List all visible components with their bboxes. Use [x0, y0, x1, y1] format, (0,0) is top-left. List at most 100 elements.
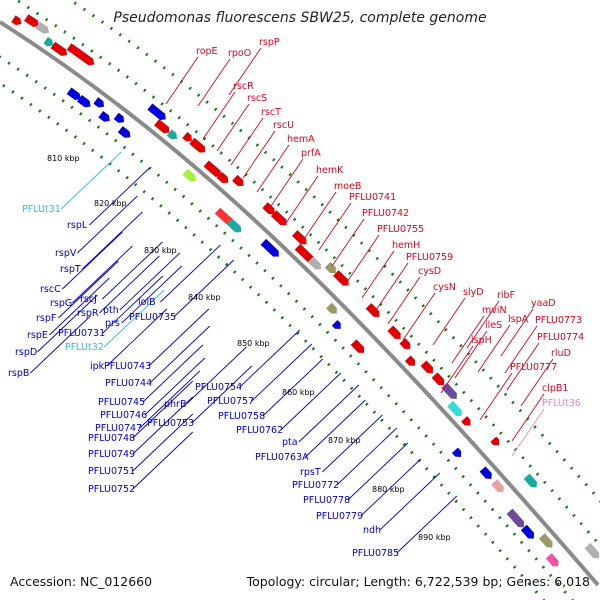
gene-feature [113, 112, 125, 123]
gene-feature [420, 360, 434, 374]
leader-line [165, 56, 199, 105]
leader-line [49, 277, 110, 336]
leader-line [511, 408, 545, 457]
kbp-tick-label: 820 kbp [94, 199, 127, 208]
reverse-gene-label: rspF [36, 313, 56, 324]
gene-feature [232, 174, 244, 187]
forward-gene-label: PFLU0755 [377, 224, 424, 235]
reverse-gene-label: ipk [90, 361, 105, 372]
gene-feature [98, 111, 110, 122]
forward-gene-label: yaaD [531, 298, 556, 309]
leader-line [132, 380, 194, 439]
leader-line [346, 234, 380, 283]
gene-feature [326, 302, 337, 314]
gene-feature [538, 533, 553, 548]
leader-line [242, 130, 276, 179]
reverse-gene-label: PFLUt31 [22, 204, 61, 215]
reverse-gene-label: ndh [363, 525, 381, 536]
gene-feature [350, 339, 365, 353]
leader-line [451, 315, 485, 364]
gene-feature [404, 355, 416, 366]
gene-feature [226, 218, 242, 233]
gene-feature [262, 202, 275, 215]
leader-line [396, 495, 458, 554]
forward-gene-label: PFLU0773 [535, 315, 582, 326]
forward-gene-label: hemK [316, 165, 344, 176]
leader-line [89, 167, 150, 226]
forward-gene-label: moeB [334, 181, 361, 192]
forward-gene-label: rspP [259, 37, 280, 48]
gene-feature [331, 319, 341, 329]
reverse-gene-label: PFLU0748 [88, 433, 135, 444]
topology-text: Topology: circular; Length: 6,722,539 bp… [246, 574, 590, 589]
leader-line [285, 175, 319, 224]
leader-line [103, 289, 165, 348]
leader-line [262, 358, 324, 417]
leader-line [387, 276, 421, 325]
forward-gene-label: ispH [471, 335, 492, 346]
forward-gene-label: rscT [261, 107, 281, 118]
forward-gene-label: ribF [497, 290, 515, 301]
gene-feature [431, 372, 445, 386]
leader-line [361, 250, 395, 299]
leader-line [360, 458, 422, 517]
forward-gene-label: rscU [273, 120, 294, 131]
leader-line [132, 396, 194, 455]
leader-line [318, 202, 352, 251]
tick-track [0, 55, 574, 600]
leader-line [506, 342, 540, 391]
gene-feature [182, 168, 196, 182]
leader-line [149, 325, 211, 384]
leader-line [375, 262, 409, 311]
forward-gene-label: prfA [301, 148, 321, 159]
gene-feature [147, 103, 166, 121]
leader-line [280, 372, 342, 431]
leader-line [77, 195, 138, 254]
reverse-gene-label: PFLU0752 [88, 484, 135, 495]
reverse-gene-label: PFLU0751 [88, 466, 135, 477]
gene-feature [50, 41, 68, 56]
forward-gene-label: rluD [551, 348, 571, 359]
tick-track [0, 81, 546, 600]
leader-line [102, 241, 163, 300]
leader-line [440, 345, 474, 394]
reverse-gene-label: rspG [50, 298, 72, 309]
tick-track [17, 0, 600, 548]
gene-feature [479, 466, 492, 479]
leader-line [336, 427, 398, 486]
leader-line [144, 357, 206, 416]
leader-line [119, 252, 181, 311]
leader-line [347, 442, 409, 501]
gene-feature [270, 210, 287, 226]
gene-feature [182, 131, 192, 142]
reverse-gene-label: rspL [67, 220, 88, 231]
kbp-tick-label: 890 kbp [418, 533, 451, 542]
reverse-gene-label: PFLU0762 [236, 425, 283, 436]
gene-feature [584, 542, 600, 559]
leader-line [239, 329, 301, 388]
gene-feature [216, 171, 229, 184]
reverse-gene-label: PFLU0743 [104, 361, 151, 372]
forward-gene-label: rscR [233, 81, 254, 92]
leader-line [298, 384, 360, 443]
genome-backbone [0, 20, 600, 587]
gene-feature [545, 553, 559, 567]
gene-feature [93, 97, 105, 108]
leader-line [186, 346, 247, 405]
leader-line [479, 372, 513, 421]
reverse-gene-label: rspE [27, 330, 48, 341]
gene-feature [523, 473, 537, 488]
reverse-gene-label: rscJ [80, 294, 97, 305]
reverse-gene-label: PFLU0735 [129, 312, 176, 323]
leader-line [202, 91, 236, 140]
leader-line [60, 151, 122, 210]
forward-gene-label: PFLU0759 [406, 252, 453, 263]
leader-line [216, 103, 250, 152]
forward-gene-label: hemH [392, 240, 420, 251]
leader-line [305, 399, 366, 458]
leader-line [251, 343, 313, 402]
gene-feature [77, 95, 91, 108]
